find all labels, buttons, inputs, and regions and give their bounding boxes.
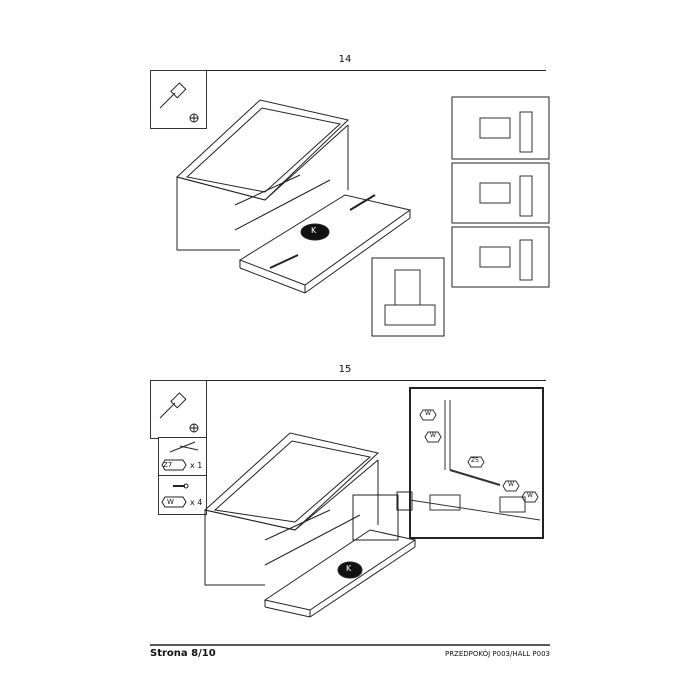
marker-k-label: K [311,226,317,235]
hex-tag-icon [161,496,187,508]
page-number: Strona 8/10 [150,648,216,659]
detail-box-1 [451,96,550,160]
hinge-bar-icon [169,441,199,453]
detail-label-w: W [430,432,436,439]
detail-box-2 [451,162,550,224]
part-qty-z7: x 1 [190,461,203,470]
detail-callout [396,491,413,511]
step-14-rule [150,70,546,71]
detail-label-z5: Z5 [471,457,479,464]
part-code-w: W [167,498,174,506]
part-qty-w: x 4 [190,498,203,507]
cabinet-drawing [203,432,417,618]
screwdriver-icon [159,82,187,109]
marker-k-dot [337,561,363,579]
detail-box-3 [451,226,550,288]
detail-label-w: W [508,481,514,488]
step-15-number: 15 [338,364,352,375]
step-14-number: 14 [338,54,352,65]
step-15-rule [150,380,546,381]
detail-label-w: W [425,410,431,417]
phillips-icon [189,113,199,123]
detail-box-4 [371,257,445,337]
hex-tag-icon [161,459,187,471]
marker-k-dot [300,223,330,241]
screwdriver-icon [159,392,187,419]
part-code-z7: Z7 [163,461,173,469]
detail-box-stay [409,387,544,539]
detail-label-w: W [527,492,533,499]
part-box-w [158,475,207,515]
product-name: PRZEDPOKÓJ P003/HALL P003 [444,650,550,658]
marker-k-label: K [346,564,352,573]
cabinet-drawing [175,99,412,294]
screw-icon [173,483,189,489]
phillips-icon [189,423,199,433]
